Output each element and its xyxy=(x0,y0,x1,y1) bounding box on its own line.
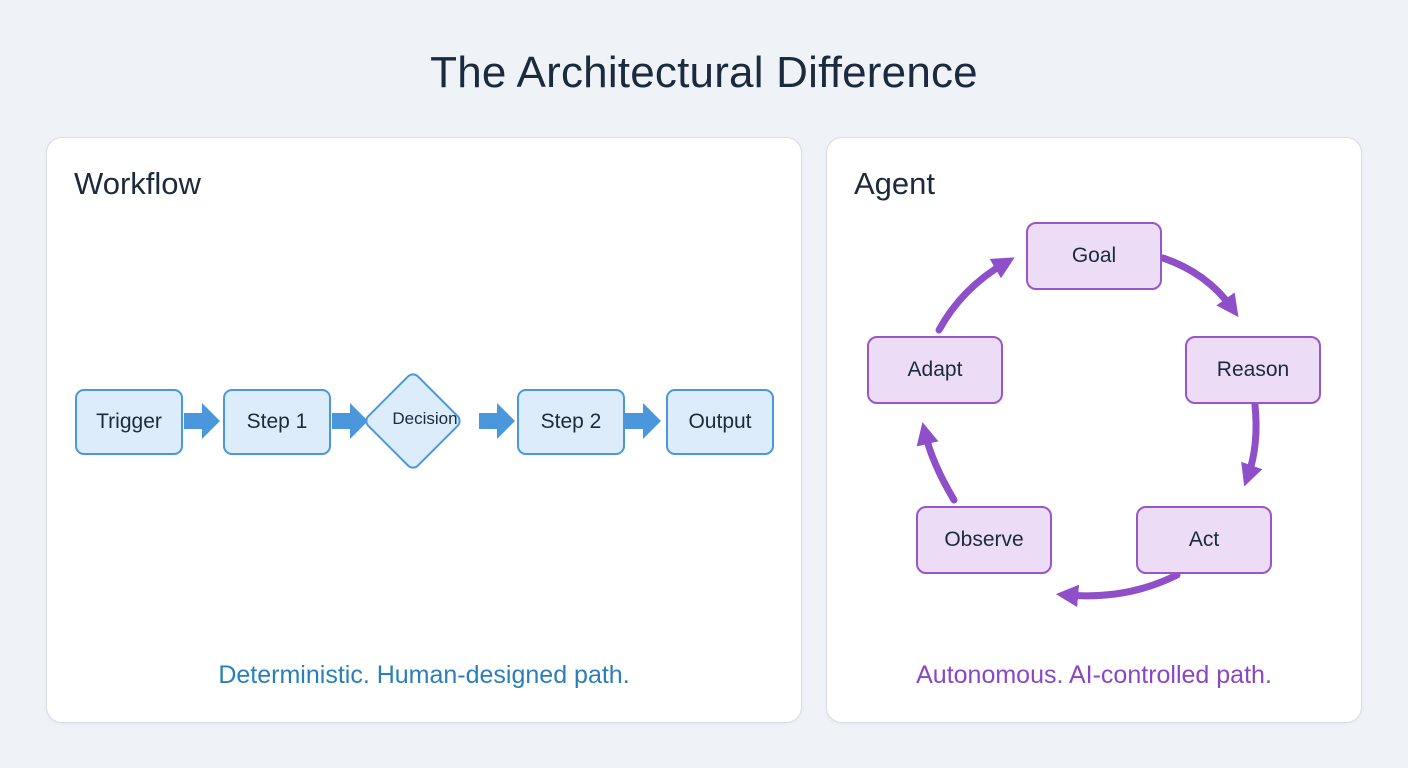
page-title: The Architectural Difference xyxy=(430,48,978,97)
arrow-act-to-observe xyxy=(1055,571,1181,608)
workflow-node-trigger: Trigger xyxy=(75,389,183,455)
arrow-reason-to-act xyxy=(1241,401,1263,487)
agent-cycle-arrows xyxy=(916,254,1263,608)
workflow-title: Workflow xyxy=(74,166,201,201)
agent-caption: Autonomous. AI-controlled path. xyxy=(916,661,1272,689)
agent-title: Agent xyxy=(854,166,936,201)
workflow-node-step-1: Step 1 xyxy=(223,389,331,455)
agent-node-reason: Reason xyxy=(1185,336,1321,404)
arrow-right-icon xyxy=(184,403,220,439)
workflow-panel: Workflow Trigger Step 1 Decision Step 2 … xyxy=(46,137,802,723)
agent-node-adapt: Adapt xyxy=(867,336,1003,404)
arrow-right-icon xyxy=(625,403,661,439)
workflow-node-step-2: Step 2 xyxy=(517,389,625,455)
arrow-right-icon xyxy=(479,403,515,439)
arrow-observe-to-adapt xyxy=(916,422,958,504)
agent-panel: Agent Goal Reason Act Observe Adapt Auto… xyxy=(826,137,1362,723)
workflow-caption: Deterministic. Human-designed path. xyxy=(218,661,630,689)
workflow-node-output: Output xyxy=(666,389,774,455)
arrow-right-icon xyxy=(332,403,368,439)
arrow-adapt-to-goal xyxy=(935,257,1015,334)
agent-node-observe: Observe xyxy=(916,506,1052,574)
agent-node-act: Act xyxy=(1136,506,1272,574)
arrow-goal-to-reason xyxy=(1159,254,1239,318)
agent-node-goal: Goal xyxy=(1026,222,1162,290)
workflow-node-decision: Decision xyxy=(392,409,458,428)
